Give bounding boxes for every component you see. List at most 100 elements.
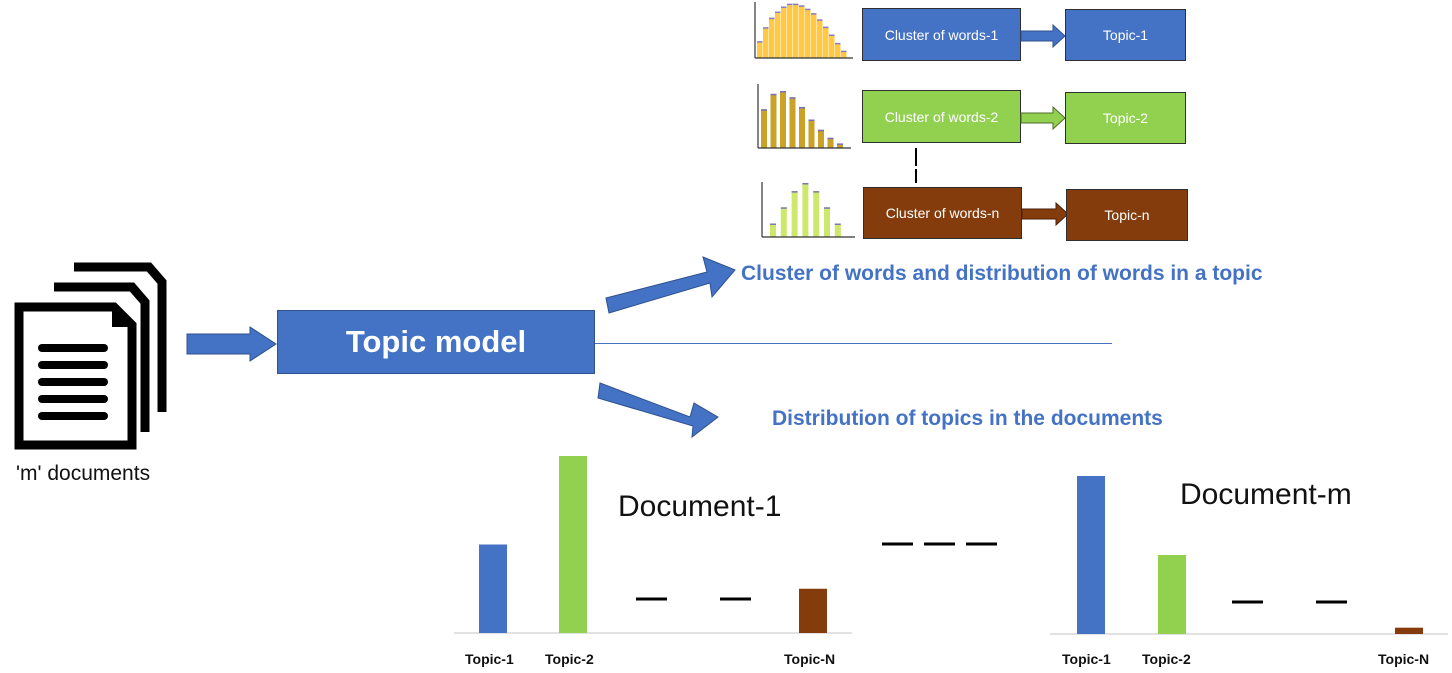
arrow-cluster-to-topic-n [1021, 201, 1069, 227]
bar-topic-1 [1077, 476, 1105, 634]
hist-bar [763, 27, 769, 58]
cluster-box-2: Cluster of words-2 [862, 90, 1021, 143]
document-1-chart [454, 456, 852, 634]
docm-tick-topic-n: Topic-N [1378, 651, 1430, 667]
word-histogram-n [761, 182, 855, 238]
hist-bar [769, 17, 775, 58]
hist-bar-cap [837, 143, 843, 145]
hist-bar-cap [802, 183, 809, 185]
word-histogram-2 [757, 84, 851, 149]
document-m-chart [1050, 476, 1448, 635]
input-arrow [186, 326, 277, 362]
topics-output-arrow [597, 382, 719, 439]
hist-bar [805, 8, 811, 58]
cluster-box-1: Cluster of words-1 [862, 8, 1021, 61]
hist-bar-cap [823, 26, 829, 29]
bar-topic-n [1395, 627, 1423, 634]
hist-bar-cap [829, 34, 835, 36]
hist-bar [793, 3, 799, 58]
hist-bar-cap [780, 91, 786, 93]
hist-bar [775, 11, 781, 58]
document-1-title: Document-1 [618, 490, 782, 523]
hist-bar [837, 143, 843, 148]
hist-bar-cap [827, 137, 834, 140]
bar-topic-n [799, 588, 827, 633]
hist-bar [789, 97, 796, 148]
topic-model-box: Topic model [277, 310, 595, 374]
hist-bar [791, 191, 798, 237]
bar-topic-2 [559, 456, 587, 633]
hist-bar-cap [757, 41, 763, 43]
hist-bar [827, 137, 834, 148]
hist-bar-cap [811, 13, 817, 15]
hist-bar-cap [813, 191, 820, 193]
docm-tick-topic-1: Topic-1 [1062, 651, 1111, 667]
documents-ellipsis [882, 542, 997, 546]
divider-line [595, 343, 1112, 344]
words-output-arrow [605, 256, 736, 314]
hist-bar [761, 109, 767, 148]
hist-bar [808, 119, 815, 148]
hist-bar-cap [818, 129, 824, 132]
hist-bar-cap [780, 207, 787, 209]
documents-label: 'm' documents [16, 462, 151, 485]
hist-bar [757, 41, 763, 58]
hist-bar-cap [770, 93, 777, 96]
documents-stack-icon [14, 262, 167, 450]
doc1-tick-topic-2: Topic-2 [545, 651, 594, 667]
hist-bar [781, 6, 787, 59]
hist-bar [834, 223, 841, 237]
hist-bar [817, 19, 823, 58]
hist-bar-cap [817, 19, 823, 21]
topic-box-n: Topic-n [1066, 189, 1188, 241]
hist-bar [829, 34, 835, 58]
doc1-tick-topic-n: Topic-N [784, 651, 836, 667]
hist-bar [770, 223, 776, 237]
hist-bar-cap [775, 11, 781, 14]
doc1-tick-topic-1: Topic-1 [465, 651, 514, 667]
hist-bar [780, 91, 786, 148]
word-histogram-1 [754, 2, 853, 59]
hist-bar-cap [805, 8, 811, 11]
document-m-title: Document-m [1180, 478, 1352, 511]
arrow-cluster-to-topic-1 [1020, 23, 1066, 49]
ellipsis-connector [915, 148, 917, 183]
arrow-cluster-to-topic-2 [1020, 105, 1066, 131]
topic-box-2: Topic-2 [1065, 92, 1186, 144]
hist-bar [824, 207, 830, 237]
hist-bar-cap [761, 109, 767, 111]
hist-bar [841, 50, 847, 58]
hist-bar [770, 93, 777, 148]
hist-bar-cap [793, 3, 799, 6]
hist-bar-cap [835, 42, 841, 45]
hist-bar-cap [769, 17, 775, 20]
hist-bar-cap [770, 223, 776, 225]
docm-tick-topic-2: Topic-2 [1142, 651, 1191, 667]
hist-bar-cap [841, 50, 847, 53]
hist-bar [835, 42, 841, 58]
cluster-box-n: Cluster of words-n [863, 187, 1022, 239]
hist-bar-cap [824, 207, 830, 209]
hist-bar-cap [787, 3, 793, 6]
hist-bar [799, 5, 805, 58]
hist-bar-cap [789, 97, 796, 99]
hist-bar [818, 129, 824, 148]
bar-topic-2 [1158, 555, 1186, 634]
hist-bar-cap [763, 27, 769, 29]
hist-bar [799, 106, 805, 148]
hist-bar-cap [799, 5, 805, 7]
topics-caption: Distribution of topics in the documents [772, 407, 1163, 430]
hist-bar-cap [781, 6, 787, 8]
hist-bar [802, 183, 809, 237]
words-caption: Cluster of words and distribution of wor… [741, 262, 1263, 285]
hist-bar [823, 26, 829, 58]
topic-box-1: Topic-1 [1065, 9, 1186, 61]
hist-bar [787, 3, 793, 58]
hist-bar-cap [791, 191, 798, 193]
hist-bar-cap [799, 106, 805, 109]
hist-bar-cap [808, 119, 815, 121]
hist-bar [811, 13, 817, 58]
hist-bar [780, 207, 787, 237]
bar-topic-1 [479, 544, 507, 633]
hist-bar-cap [834, 223, 841, 225]
